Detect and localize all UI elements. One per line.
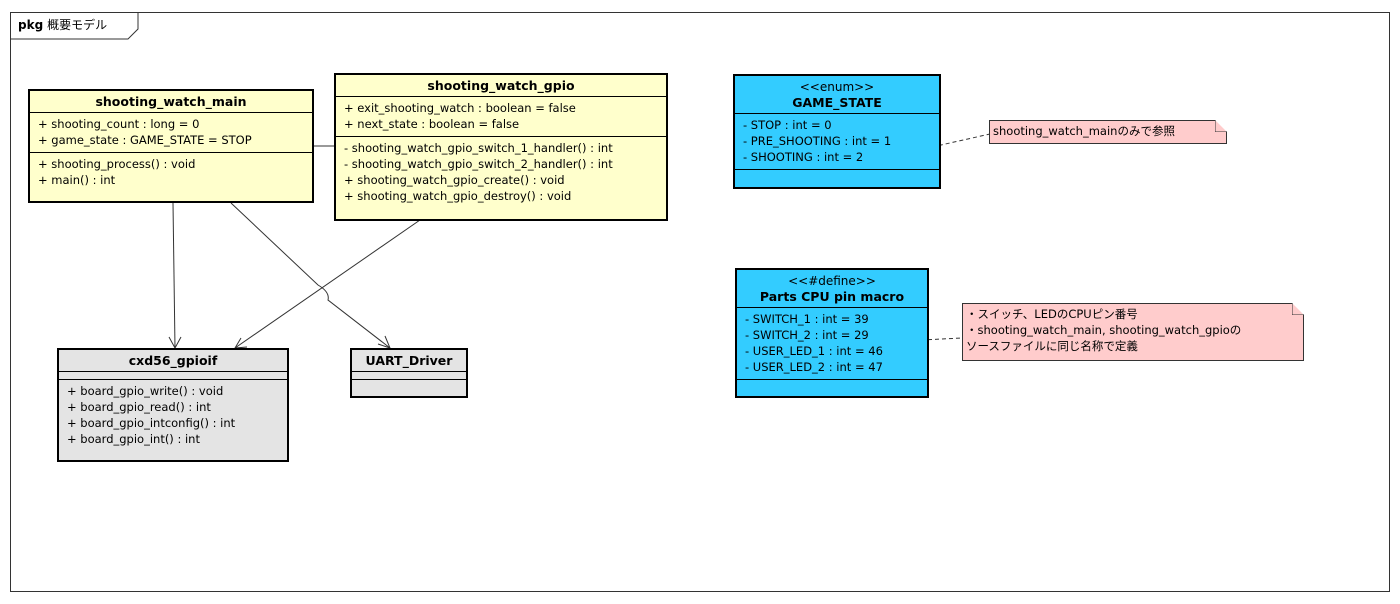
package-frame-tab-outline [10, 12, 139, 40]
operation-row: + shooting_watch_gpio_create() : void [344, 173, 565, 187]
operations-compartment [735, 170, 939, 184]
operations-compartment [352, 380, 466, 388]
attributes-compartment: + shooting_count : long = 0 + game_state… [30, 113, 312, 153]
attributes-compartment: - STOP : int = 0 - PRE_SHOOTING : int = … [735, 114, 939, 170]
attribute-row: - STOP : int = 0 [743, 118, 832, 132]
attribute-row: + exit_shooting_watch : boolean = false [344, 101, 576, 115]
attribute-row: + shooting_count : long = 0 [38, 117, 200, 131]
note-text: ・shooting_watch_main, shooting_watch_gpi… [966, 323, 1242, 337]
note-fold-corner [1215, 120, 1227, 132]
attributes-compartment [352, 372, 466, 380]
operation-row: + main() : int [38, 173, 116, 187]
class-name: UART_Driver [365, 353, 453, 368]
class-name: shooting_watch_gpio [427, 78, 575, 93]
stereotype-label: <<#define>> [788, 274, 876, 288]
attributes-compartment: + exit_shooting_watch : boolean = false … [336, 97, 666, 137]
operations-compartment: + shooting_process() : void + main() : i… [30, 153, 312, 192]
operations-compartment: - shooting_watch_gpio_switch_1_handler()… [336, 137, 666, 208]
class-name: cxd56_gpioif [128, 353, 218, 368]
attribute-row: + next_state : boolean = false [344, 117, 520, 131]
stereotype-label: <<enum>> [799, 80, 875, 94]
operations-compartment [737, 380, 927, 394]
note-fold-corner [1292, 303, 1304, 315]
attributes-compartment: - SWITCH_1 : int = 39 - SWITCH_2 : int =… [737, 308, 927, 380]
operation-row: + board_gpio_intconfig() : int [67, 416, 236, 430]
dependency-main-uart[interactable] [230, 202, 391, 349]
class-name: GAME_STATE [792, 95, 882, 110]
define-parts-cpu-pin-macro[interactable]: <<#define>> Parts CPU pin macro - SWITCH… [735, 268, 929, 398]
class-name: shooting_watch_main [95, 94, 247, 109]
operations-compartment: + board_gpio_write() : void + board_gpio… [59, 380, 287, 451]
operation-row: - shooting_watch_gpio_switch_1_handler()… [344, 141, 613, 155]
note-text: ソースファイルに同じ名称で定義 [966, 339, 1138, 353]
operation-row: + shooting_process() : void [38, 157, 196, 171]
operation-row: + board_gpio_int() : int [67, 432, 200, 446]
dependency-gpio-gpioif[interactable] [234, 219, 421, 349]
package-frame [10, 12, 1390, 592]
class-cxd56-gpioif[interactable]: cxd56_gpioif + board_gpio_write() : void… [57, 348, 289, 462]
dependency-main-gpioif[interactable] [168, 202, 182, 350]
attribute-row: - SHOOTING : int = 2 [743, 150, 864, 164]
attribute-row: - SWITCH_1 : int = 39 [745, 312, 869, 326]
note-text: ・スイッチ、LEDのCPUピン番号 [966, 307, 1138, 321]
operation-row: + shooting_watch_gpio_destroy() : void [344, 189, 572, 203]
package-keyword: pkg [18, 18, 44, 32]
enum-game-state[interactable]: <<enum>> GAME_STATE - STOP : int = 0 - P… [733, 74, 941, 189]
operation-row: + board_gpio_write() : void [67, 384, 224, 398]
class-name: Parts CPU pin macro [759, 289, 905, 304]
attribute-row: - PRE_SHOOTING : int = 1 [743, 134, 892, 148]
class-shooting-watch-gpio[interactable]: shooting_watch_gpio + exit_shooting_watc… [334, 73, 668, 221]
package-name: 概要モデル [47, 18, 108, 32]
class-shooting-watch-main[interactable]: shooting_watch_main + shooting_count : l… [28, 89, 314, 203]
attribute-row: - USER_LED_2 : int = 47 [745, 360, 883, 374]
note-state-usage[interactable]: shooting_watch_mainのみで参照 [989, 120, 1227, 144]
attribute-row: - USER_LED_1 : int = 46 [745, 344, 883, 358]
class-uart-driver[interactable]: UART_Driver [350, 348, 468, 398]
note-pin-macro[interactable]: ・スイッチ、LEDのCPUピン番号 ・shooting_watch_main, … [962, 303, 1304, 361]
operation-row: - shooting_watch_gpio_switch_2_handler()… [344, 157, 613, 171]
attribute-row: + game_state : GAME_STATE = STOP [38, 133, 252, 147]
operation-row: + board_gpio_read() : int [67, 400, 211, 414]
attribute-row: - SWITCH_2 : int = 29 [745, 328, 869, 342]
attributes-compartment [59, 372, 287, 380]
note-text: shooting_watch_mainのみで参照 [993, 124, 1175, 138]
